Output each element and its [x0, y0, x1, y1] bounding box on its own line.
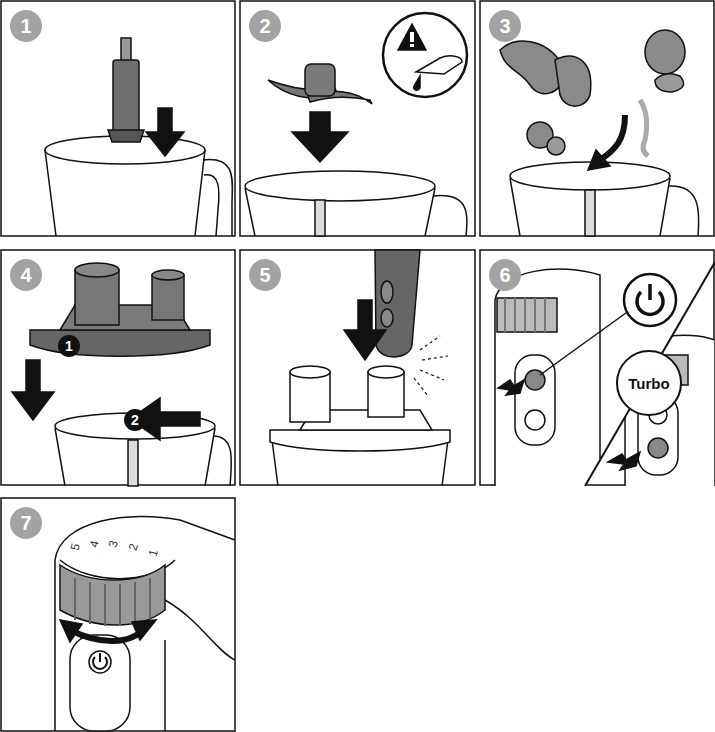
panel-7-art: [55, 516, 235, 731]
node-text: 7: [20, 512, 31, 535]
node-text: 6: [499, 264, 510, 287]
panel-2-art: [245, 13, 467, 236]
dial-number: 2: [126, 542, 141, 552]
node-text: 3: [499, 15, 510, 38]
node-text: 4: [20, 264, 31, 287]
node-text: 1: [20, 15, 31, 38]
step-number: 4: [10, 259, 42, 291]
step-number: 7: [10, 507, 42, 539]
step-number: 2: [249, 10, 281, 42]
panel-1-art: [45, 38, 232, 236]
dial-number: 1: [146, 548, 161, 558]
panel-6-art: [495, 262, 715, 486]
step-number: 1: [10, 10, 42, 42]
callout-number: 2: [124, 409, 146, 431]
node-text: 2: [259, 15, 270, 38]
step-number: 6: [489, 259, 521, 291]
callout-number: 1: [58, 335, 80, 357]
node-text: Turbo: [628, 375, 669, 392]
dial-number: 5: [68, 542, 83, 552]
panel-3-art: [500, 30, 699, 236]
dial-number: 4: [87, 539, 102, 549]
step-number: 5: [249, 259, 281, 291]
panel-5-art: [270, 250, 450, 486]
step-number: 3: [489, 10, 521, 42]
button-callout: Turbo: [616, 350, 682, 416]
node-text: 2: [131, 412, 139, 428]
panel-4-art: [12, 263, 231, 486]
node-text: 1: [65, 338, 73, 354]
dial-number: 3: [106, 539, 121, 549]
node-text: 5: [259, 264, 270, 287]
